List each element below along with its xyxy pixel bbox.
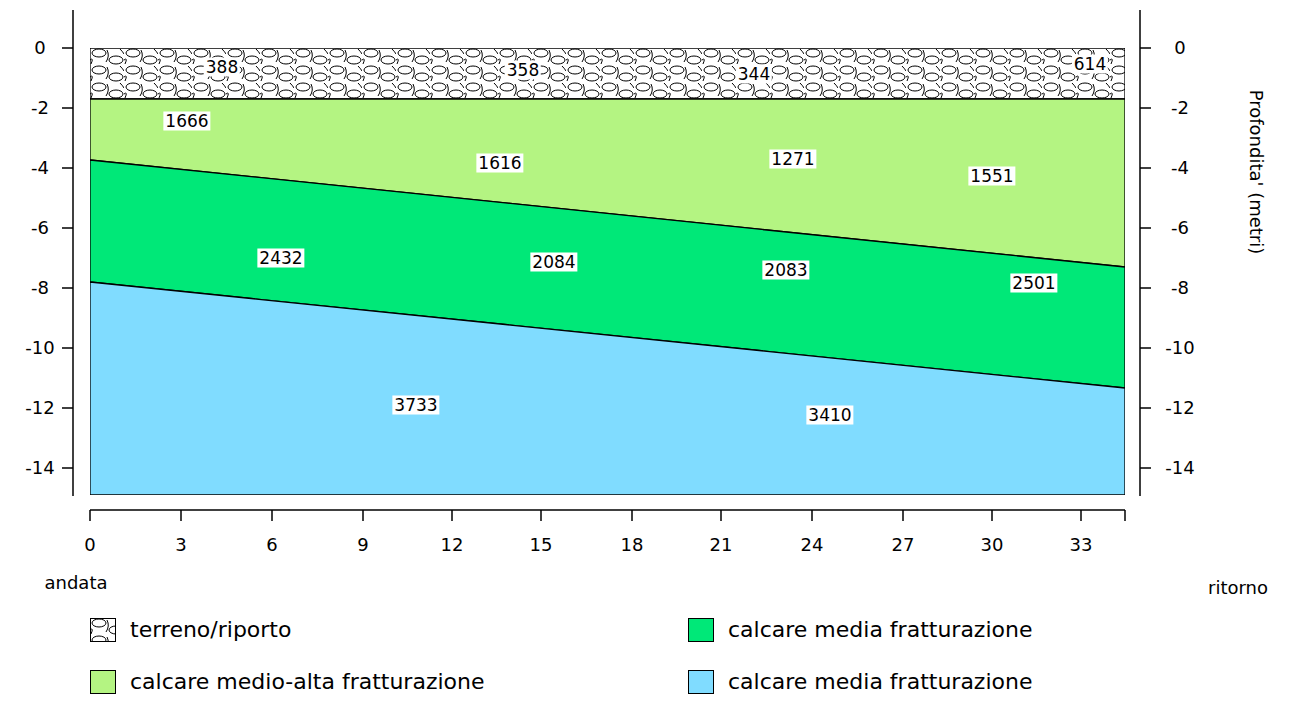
axis-tick-label: -12 <box>1165 398 1194 418</box>
axis-tick-label: 0 <box>1174 38 1185 58</box>
axis-tick-label: -6 <box>1171 218 1189 238</box>
velocity-value: 2501 <box>1010 274 1057 293</box>
velocity-value: 1616 <box>476 154 523 173</box>
legend-swatch <box>688 670 714 694</box>
axis-tick-label: -14 <box>25 458 54 478</box>
legend-text: calcare medio-alta fratturazione <box>130 669 485 695</box>
velocity-value: 614 <box>1072 55 1108 74</box>
legend-text: terreno/riporto <box>130 617 291 643</box>
axis-tick-label: 15 <box>530 535 553 555</box>
velocity-value: 2083 <box>762 261 809 280</box>
axis-tick-label: 6 <box>266 535 277 555</box>
velocity-value: 358 <box>505 61 541 80</box>
legend-text: calcare media fratturazione <box>728 617 1032 643</box>
axis-tick-label: 30 <box>981 535 1004 555</box>
velocity-value: 344 <box>736 65 772 84</box>
direction-label: ritorno <box>1208 578 1268 598</box>
axis-tick-label: -2 <box>1171 98 1189 118</box>
axis-tick-label: 3 <box>175 535 186 555</box>
axis-tick-label: 0 <box>34 38 45 58</box>
axis-tick-label: -4 <box>31 158 49 178</box>
velocity-value: 1666 <box>163 112 210 131</box>
legend-swatch <box>90 670 116 694</box>
velocity-value: 2084 <box>530 253 577 272</box>
velocity-value: 1551 <box>968 167 1015 186</box>
axis-tick-label: 18 <box>621 535 644 555</box>
axis-tick-label: 33 <box>1070 535 1093 555</box>
direction-label: andata <box>45 573 108 593</box>
legend-swatch <box>688 618 714 642</box>
axis-tick-label: 0 <box>84 535 95 555</box>
legend-swatch <box>90 618 116 642</box>
axis-tick-label: 12 <box>441 535 464 555</box>
velocity-value: 3410 <box>806 406 853 425</box>
velocity-layer: 3733 3410 <box>90 48 1125 495</box>
axis-tick-label: 9 <box>357 535 368 555</box>
axis-tick-label: 24 <box>801 535 824 555</box>
axis-tick-label: -10 <box>1165 338 1194 358</box>
axis-title: Profondita' (metri) <box>1246 90 1266 255</box>
axis-tick-label: -8 <box>1171 278 1189 298</box>
velocity-value: 3733 <box>392 396 439 415</box>
velocity-value: 388 <box>204 58 240 77</box>
axis-tick-label: 27 <box>892 535 915 555</box>
velocity-value: 1271 <box>769 150 816 169</box>
legend-text: calcare media fratturazione <box>728 669 1032 695</box>
velocity-value: 2432 <box>257 249 304 268</box>
axis-tick-label: -6 <box>31 218 49 238</box>
layer-shape <box>90 48 1125 495</box>
axis-tick-label: -8 <box>31 278 49 298</box>
axis-tick-label: -12 <box>25 398 54 418</box>
axis-tick-label: -4 <box>1171 158 1189 178</box>
axis-tick-label: -10 <box>25 338 54 358</box>
axis-tick-label: -2 <box>31 98 49 118</box>
axis-tick-label: -14 <box>1165 458 1194 478</box>
axis-tick-label: 21 <box>710 535 733 555</box>
